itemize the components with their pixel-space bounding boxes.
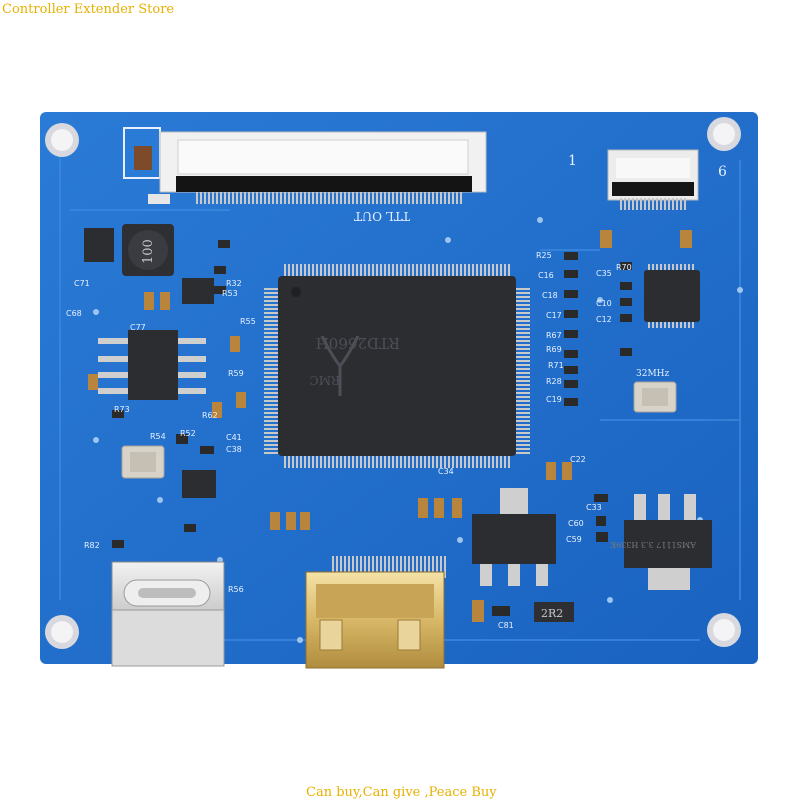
soic-chip (98, 330, 206, 400)
crystal-marking: 32MHz (636, 369, 670, 379)
svg-text:C71: C71 (74, 279, 90, 288)
watermark-bottom: Can buy,Can give ,Peace Buy (306, 785, 497, 800)
svg-text:R54: R54 (150, 432, 166, 441)
svg-text:C18: C18 (542, 291, 558, 300)
svg-text:R55: R55 (240, 317, 256, 326)
pin-6-label: 6 (718, 164, 727, 180)
svg-text:R73: R73 (114, 405, 130, 414)
watermark-top: Controller Extender Store (2, 2, 175, 17)
regulator-right: AMS1117 3.3 H339K (609, 494, 712, 590)
svg-text:R52: R52 (180, 429, 196, 438)
inductor-100: 100 (122, 224, 174, 276)
inductor-marking: 100 (141, 239, 156, 264)
usb-c-port (111, 561, 225, 667)
svg-text:R62: R62 (202, 411, 218, 420)
svg-text:C17: C17 (546, 311, 562, 320)
fpc-connector-small: 1 6 (568, 149, 727, 210)
svg-text:C41: C41 (226, 433, 242, 442)
chip-logo: RMC (309, 373, 340, 387)
svg-text:C12: C12 (596, 315, 612, 324)
svg-text:C59: C59 (566, 535, 582, 544)
svg-text:R53: R53 (222, 289, 238, 298)
svg-text:R56: R56 (228, 585, 244, 594)
svg-text:C34: C34 (438, 467, 454, 476)
svg-text:R28: R28 (546, 377, 562, 386)
svg-text:C68: C68 (66, 309, 82, 318)
mounting-holes (45, 117, 741, 649)
svg-text:R70: R70 (616, 263, 632, 272)
pin-1-label: 1 (568, 153, 577, 169)
svg-text:R25: R25 (536, 251, 552, 260)
svg-text:C16: C16 (538, 271, 554, 280)
svg-text:C35: C35 (596, 269, 612, 278)
mini-hdmi-port (305, 556, 446, 669)
chip-marking: RTD2660H (316, 334, 400, 352)
sot-chip (84, 228, 114, 262)
sot-chip-2 (182, 278, 214, 304)
main-controller-chip: RTD2660H RMC (264, 264, 530, 468)
inductor2-marking: 2R2 (541, 607, 563, 620)
crystal-oscillator: 32MHz (633, 369, 677, 413)
svg-text:R69: R69 (546, 345, 562, 354)
inductor-2r2: 2R2 (534, 602, 574, 622)
sot-chip-3 (182, 470, 216, 498)
svg-text:C19: C19 (546, 395, 562, 404)
svg-text:C22: C22 (570, 455, 586, 464)
svg-text:C10: C10 (596, 299, 612, 308)
fpc-connector-large: TTL OUT (123, 127, 487, 223)
svg-text:R71: R71 (548, 361, 564, 370)
small-qfn-chip (644, 264, 700, 328)
regulator-marking: AMS1117 3.3 H339K (609, 540, 697, 549)
svg-text:C33: C33 (586, 503, 602, 512)
svg-text:R59: R59 (228, 369, 244, 378)
regulator-left (472, 488, 556, 586)
svg-text:C81: C81 (498, 621, 514, 630)
smd-components (88, 230, 692, 622)
svg-text:R32: R32 (226, 279, 242, 288)
svg-text:C77: C77 (130, 323, 146, 332)
svg-text:C60: C60 (568, 519, 584, 528)
svg-text:R67: R67 (546, 331, 562, 340)
svg-text:C38: C38 (226, 445, 242, 454)
connector-label-text: TTL OUT (354, 209, 410, 223)
crystal-oscillator-2 (121, 445, 165, 479)
svg-text:R82: R82 (84, 541, 100, 550)
